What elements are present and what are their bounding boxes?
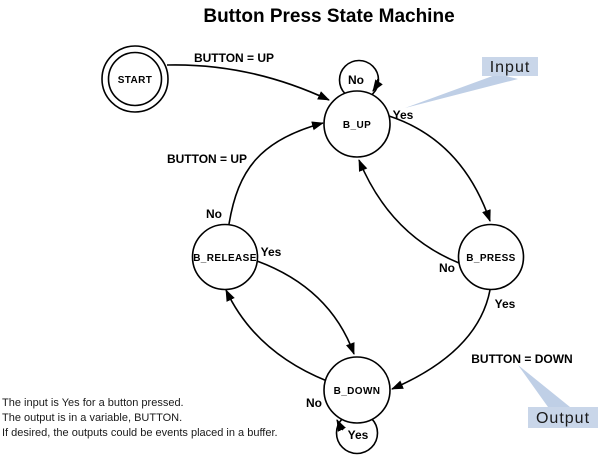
label-button-up-left: BUTTON = UP — [167, 152, 247, 166]
transition-b-up-to-b-press — [388, 115, 491, 222]
note-line-3: If desired, the outputs could be events … — [2, 427, 278, 439]
output-callout-label: Output — [536, 410, 590, 427]
output-callout-wedge — [518, 365, 570, 407]
state-b-up-circle — [323, 90, 391, 158]
state-b-up-label: B_UP — [343, 120, 371, 131]
note-line-2: The output is in a variable, BUTTON. — [2, 412, 182, 424]
state-b-release-circle — [191, 223, 259, 291]
transition-b-press-to-b-up — [358, 159, 460, 264]
label-yes-b-press-to-b-down: Yes — [495, 297, 516, 311]
b-up-self-loop-arrowhead — [372, 78, 383, 92]
transition-b-release-to-b-down — [256, 260, 355, 355]
transition-start-to-b-up — [166, 64, 330, 101]
state-b-press-circle — [457, 223, 525, 291]
state-b-release-label: B_RELEASE — [193, 253, 257, 264]
label-yes-b-release-to-b-down: Yes — [261, 245, 282, 259]
transition-b-press-to-b-down — [391, 289, 491, 390]
state-start-inner-circle — [107, 51, 163, 107]
label-no-b-release-to-b-up: No — [206, 207, 222, 221]
note-line-1: The input is Yes for a button pressed. — [2, 397, 184, 409]
label-no-b-up-self: No — [348, 73, 364, 87]
diagram-title: Button Press State Machine — [203, 6, 454, 27]
label-button-down: BUTTON = DOWN — [471, 352, 572, 366]
input-callout-box — [482, 57, 538, 76]
label-button-up-top: BUTTON = UP — [194, 51, 274, 65]
state-start-label: START — [118, 75, 153, 86]
label-no-b-press-to-b-up: No — [439, 261, 455, 275]
label-no-b-down-to-b-release: No — [306, 396, 322, 410]
output-callout-box — [528, 407, 598, 428]
b-down-self-loop-arrowhead — [336, 419, 346, 432]
transition-b-release-to-b-up — [228, 121, 324, 225]
state-b-press-label: B_PRESS — [466, 253, 516, 264]
state-b-down-circle — [323, 356, 391, 424]
input-callout-label: Input — [490, 59, 531, 76]
label-yes-b-up-to-b-press: Yes — [393, 108, 414, 122]
transition-b-down-to-b-release — [225, 289, 328, 382]
input-callout-wedge — [405, 74, 518, 108]
label-yes-b-down-self: Yes — [348, 428, 369, 442]
state-b-down-label: B_DOWN — [334, 386, 381, 397]
